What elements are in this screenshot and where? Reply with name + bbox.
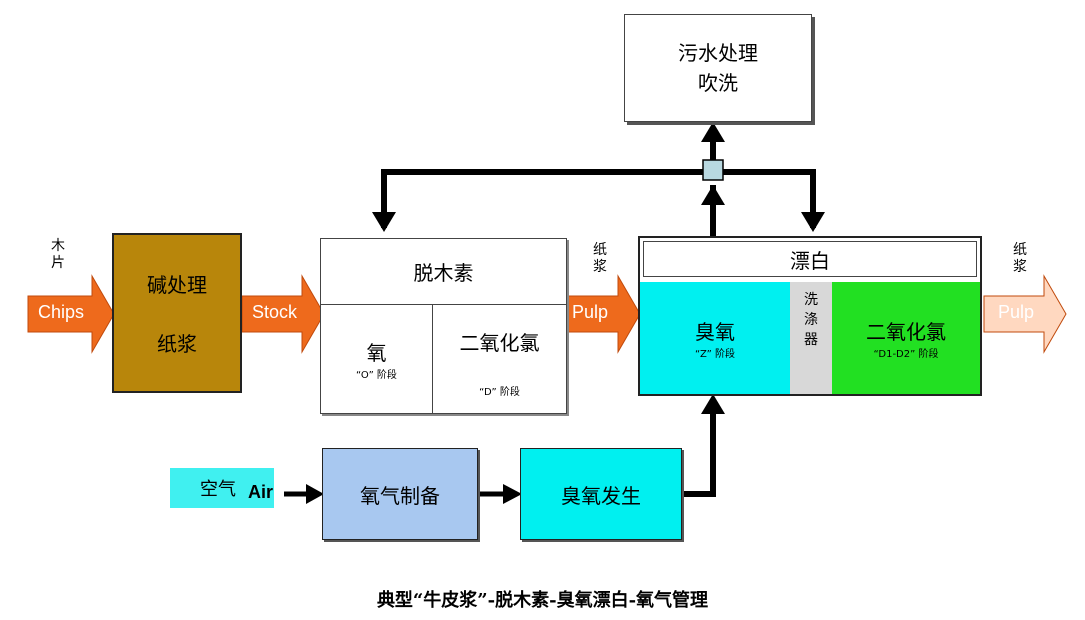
arrowhead-prep-gen [503,484,522,504]
ozone-stage-label: “Z” 阶段 [694,349,736,360]
junction-node [702,159,724,181]
delignification-title: 脱木素 [321,239,566,305]
pulp-arrow-mid-label: Pulp [572,302,609,322]
wastewater-box: 污水处理 吹洗 [624,14,812,122]
wastewater-line1: 污水处理 [678,41,758,65]
chlorine-dioxide-label: 二氧化氯 [459,331,540,355]
bleaching-title: 漂白 [643,241,977,277]
delignification-box: 脱木素 氧 “O” 阶段 二氧化氯 “D” 阶段 [320,238,567,414]
chlorine-dioxide-bleach-stage-label: “D1-D2” 阶段 [873,349,939,360]
chlorine-dioxide-bleach-cell: 二氧化氯 “D1-D2” 阶段 [832,282,980,394]
pulp-arrow-output-label: Pulp [998,302,1035,322]
chlorine-dioxide-bleach-label: 二氧化氯 [866,320,946,344]
ozone-label: 臭氧 [695,320,735,344]
air-label-box: 空气 [170,468,274,508]
wastewater-line2: 吹洗 [698,71,738,95]
diagram-caption: 典型“牛皮浆”-脱木素-臭氧漂白-氧气管理 [376,590,709,611]
oxygen-stage-label: “O” 阶段 [356,370,397,381]
pulp-label-mid: 纸 浆 [593,242,607,275]
arrowhead-up-junction [701,185,725,205]
arrowhead-up-top [701,122,725,142]
pulp-arrow-mid [565,274,641,354]
oxygen-label: 氧 [366,341,387,365]
alkali-treatment-box: 碱处理 纸浆 [112,233,242,393]
oxygen-stage-cell: 氧 “O” 阶段 [321,305,433,413]
arrowhead-down-right [801,212,825,232]
gen-to-bleach-line [683,412,716,497]
stock-arrow [241,274,325,354]
chips-arrow-label: Chips [38,302,85,322]
chlorine-dioxide-stage-label: “D” 阶段 [479,387,520,398]
recycle-line [381,169,816,228]
stock-arrow-label: Stock [252,302,298,322]
air-en-label: Air [248,482,274,502]
pulp-label-output: 纸 浆 [1013,242,1027,275]
air-cn-label: 空气 [200,479,236,500]
alkali-line2: 纸浆 [157,332,197,356]
ozone-gen-box: 臭氧发生 [520,448,682,540]
oxygen-prep-box: 氧气制备 [322,448,478,540]
arrowhead-down-left [372,212,396,232]
washer-cell: 洗 涤 器 [790,282,832,394]
bleaching-box: 漂白 臭氧 “Z” 阶段 洗 涤 器 二氧化氯 “D1-D2” 阶段 [638,236,982,396]
chlorine-dioxide-stage-cell: 二氧化氯 “D” 阶段 [433,305,566,413]
arrowhead-air [306,484,324,504]
ozone-stage-cell: 臭氧 “Z” 阶段 [640,282,790,394]
alkali-line1: 碱处理 [147,273,207,297]
chips-arrow [27,274,115,354]
pulp-arrow-output [983,274,1067,354]
wood-chips-label: 木 片 [51,238,65,271]
arrowhead-up-bleach [701,394,725,414]
